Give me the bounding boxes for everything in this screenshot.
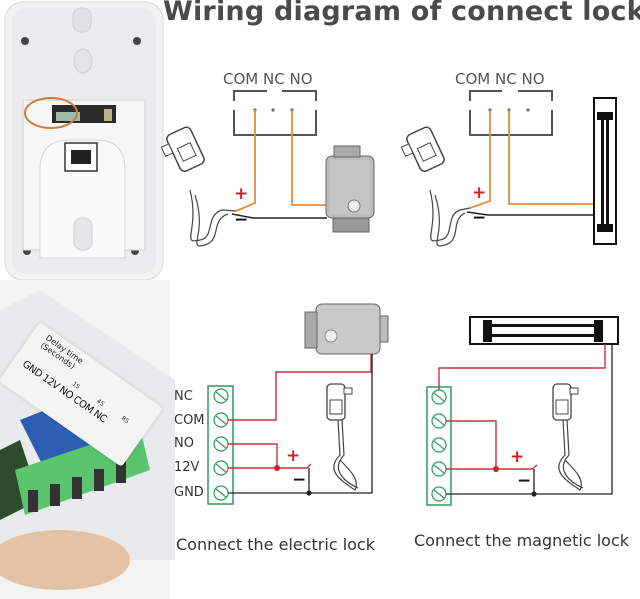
doorbell-back-panel <box>4 1 164 281</box>
caption-electric-lock: Connect the electric lock <box>176 535 375 554</box>
terminal-label-no: NO <box>174 436 194 451</box>
top-magnetic-lock-diagram <box>400 90 617 247</box>
relay-module-photo <box>0 280 175 599</box>
minus-sign: − <box>517 471 532 491</box>
diagram-title: Wiring diagram of connect lock <box>163 0 640 27</box>
bottom-electric-lock-diagram <box>207 303 389 505</box>
relay-labels-electric: COM NC NO <box>223 70 313 88</box>
bottom-magnetic-lock-diagram <box>426 316 619 506</box>
plus-sign: + <box>472 183 487 203</box>
delay-option: 8S <box>119 414 131 426</box>
top-electric-lock-diagram <box>160 90 375 247</box>
minus-sign: − <box>472 208 487 228</box>
terminal-label-12v: 12V <box>174 460 200 475</box>
plus-sign: + <box>286 446 301 466</box>
plus-sign: + <box>510 447 525 467</box>
delay-option: 1S <box>70 380 81 391</box>
caption-magnetic-lock: Connect the magnetic lock <box>414 531 630 550</box>
label-nc: NC <box>495 70 517 88</box>
delay-option: 4S <box>95 397 106 408</box>
terminal-label-com: COM <box>174 413 205 428</box>
minus-sign: − <box>292 470 307 490</box>
label-no: NO <box>521 70 545 88</box>
terminal-label-gnd: GND <box>174 485 204 500</box>
label-nc: NC <box>263 70 285 88</box>
terminal-label-nc: NC <box>174 389 193 404</box>
minus-sign: − <box>234 210 249 230</box>
relay-labels-magnetic: COM NC NO <box>455 70 545 88</box>
label-com: COM <box>455 70 491 88</box>
plus-sign: + <box>234 184 249 204</box>
label-no: NO <box>289 70 313 88</box>
label-com: COM <box>223 70 259 88</box>
